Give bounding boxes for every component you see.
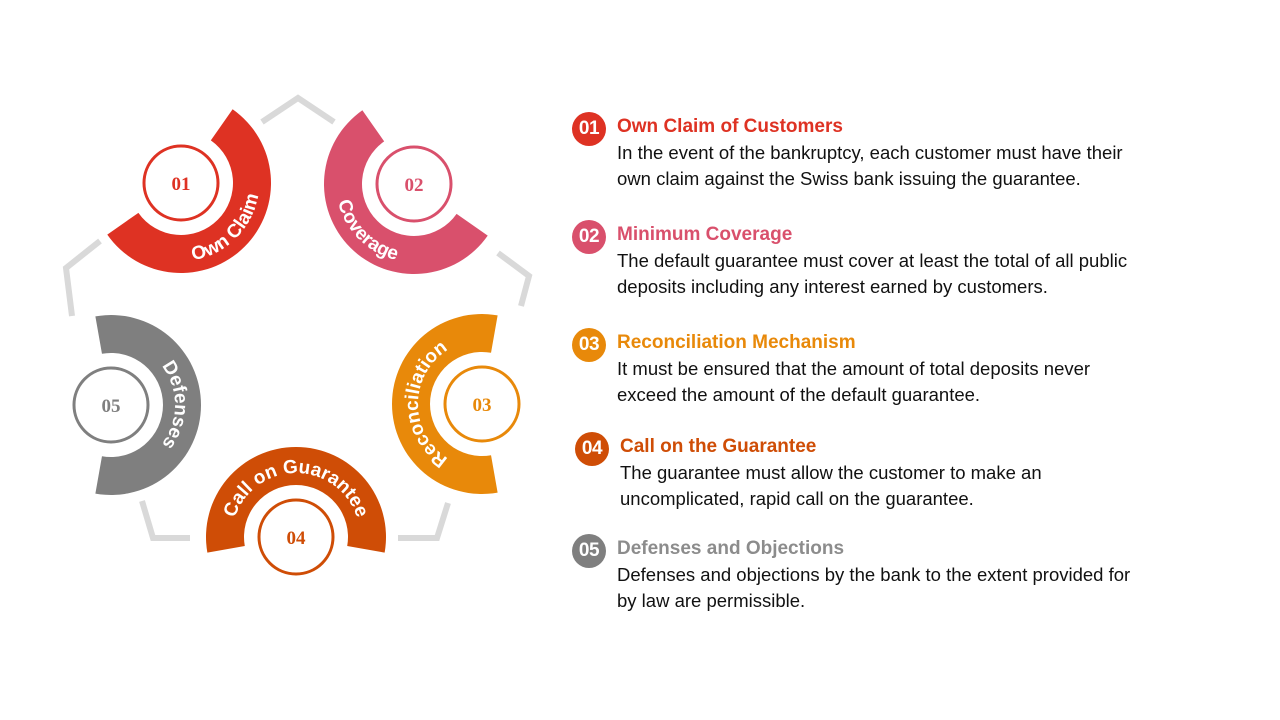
desc-line: by law are permissible. bbox=[617, 590, 806, 611]
desc-line: In the event of the bankruptcy, each cus… bbox=[617, 142, 1123, 163]
number-circle-03 bbox=[443, 365, 521, 443]
number-badge-01: 01 bbox=[572, 112, 606, 146]
item-desc-03: It must be ensured that the amount of to… bbox=[617, 356, 1090, 408]
number-circle-04 bbox=[257, 498, 335, 576]
arc-02 bbox=[324, 110, 488, 274]
desc-line: deposits including any interest earned b… bbox=[617, 276, 1048, 297]
desc-line: own claim against the Swiss bank issuing… bbox=[617, 168, 1081, 189]
number-label-03: 03 bbox=[473, 395, 492, 416]
desc-line: exceed the amount of the default guarant… bbox=[617, 384, 981, 405]
number-circle-01 bbox=[142, 144, 220, 222]
item-title-04: Call on the Guarantee bbox=[620, 436, 817, 457]
desc-line: The default guarantee must cover at leas… bbox=[617, 250, 1128, 271]
arc-04 bbox=[206, 447, 386, 553]
number-label-04: 04 bbox=[287, 528, 307, 549]
number-circle-05 bbox=[72, 366, 150, 444]
number-label-02: 02 bbox=[405, 175, 424, 196]
item-title-05: Defenses and Objections bbox=[617, 538, 845, 559]
arc-03 bbox=[392, 314, 498, 494]
number-label-05: 05 bbox=[102, 396, 121, 417]
item-desc-05: Defenses and objections by the bank to t… bbox=[617, 562, 1130, 614]
desc-line: The guarantee must allow the customer to… bbox=[620, 462, 1042, 483]
desc-line: Defenses and objections by the bank to t… bbox=[617, 564, 1131, 585]
desc-line: uncomplicated, rapid call on the guarant… bbox=[620, 488, 974, 509]
desc-line: It must be ensured that the amount of to… bbox=[617, 358, 1091, 379]
arc-05 bbox=[95, 315, 202, 495]
number-circle-02 bbox=[375, 145, 453, 223]
item-desc-04: The guarantee must allow the customer to… bbox=[620, 460, 1042, 512]
item-title-01: Own Claim of Customers bbox=[617, 116, 843, 137]
number-badge-04: 04 bbox=[575, 432, 609, 466]
number-badge-03: 03 bbox=[572, 328, 606, 362]
number-label-01: 01 bbox=[172, 174, 191, 195]
item-desc-02: The default guarantee must cover at leas… bbox=[617, 248, 1127, 300]
item-desc-01: In the event of the bankruptcy, each cus… bbox=[617, 140, 1123, 192]
item-title-02: Minimum Coverage bbox=[617, 224, 793, 245]
number-badge-02: 02 bbox=[572, 220, 606, 254]
arc-01 bbox=[107, 109, 272, 274]
pentagon-outline bbox=[62, 94, 533, 541]
item-title-03: Reconciliation Mechanism bbox=[617, 332, 856, 353]
number-badge-05: 05 bbox=[572, 534, 606, 568]
